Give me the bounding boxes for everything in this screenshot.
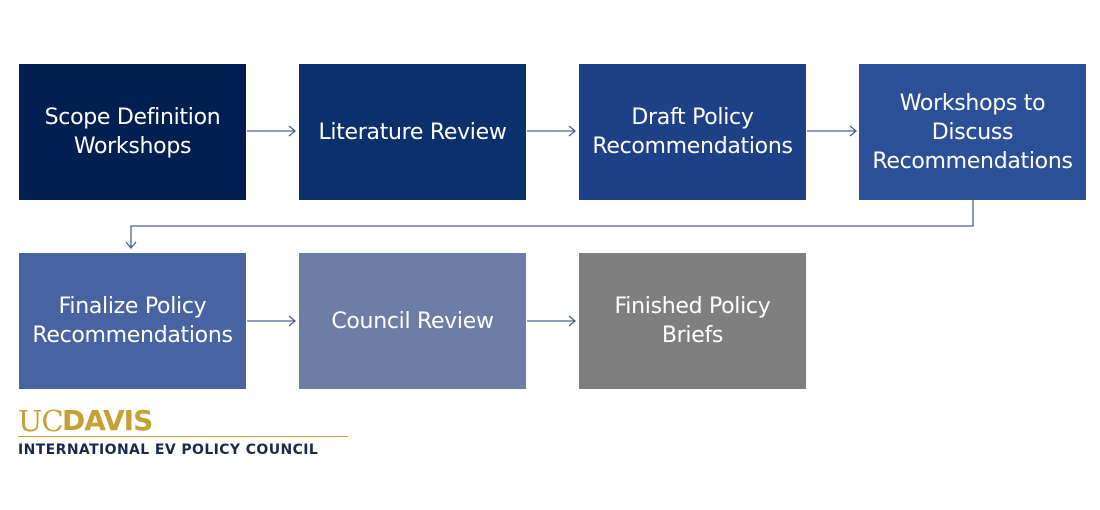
step-workshops-to-discuss-recommendations: Workshops to Discuss Recommendations xyxy=(859,64,1086,200)
step-draft-policy-recommendations: Draft Policy Recommendations xyxy=(579,64,806,200)
step-literature-review: Literature Review xyxy=(299,64,526,200)
arrow-workshops-to-finalize xyxy=(125,200,974,250)
step-council-review: Council Review xyxy=(299,253,526,389)
arrow-finalize-to-council xyxy=(247,315,297,327)
arrow-scope-to-literature xyxy=(247,125,297,137)
logo-subtitle: INTERNATIONAL EV POLICY COUNCIL xyxy=(18,442,319,458)
logo-uc-text: UC xyxy=(18,404,64,438)
logo-davis-text: DAVIS xyxy=(62,404,153,437)
step-scope-definition-workshops: Scope Definition Workshops xyxy=(19,64,246,200)
step-finished-policy-briefs: Finished Policy Briefs xyxy=(579,253,806,389)
step-finalize-policy-recommendations: Finalize Policy Recommendations xyxy=(19,253,246,389)
arrow-literature-to-draft xyxy=(527,125,577,137)
logo-divider xyxy=(18,436,348,437)
arrow-council-to-finished xyxy=(527,315,577,327)
arrow-draft-to-workshops xyxy=(807,125,858,137)
